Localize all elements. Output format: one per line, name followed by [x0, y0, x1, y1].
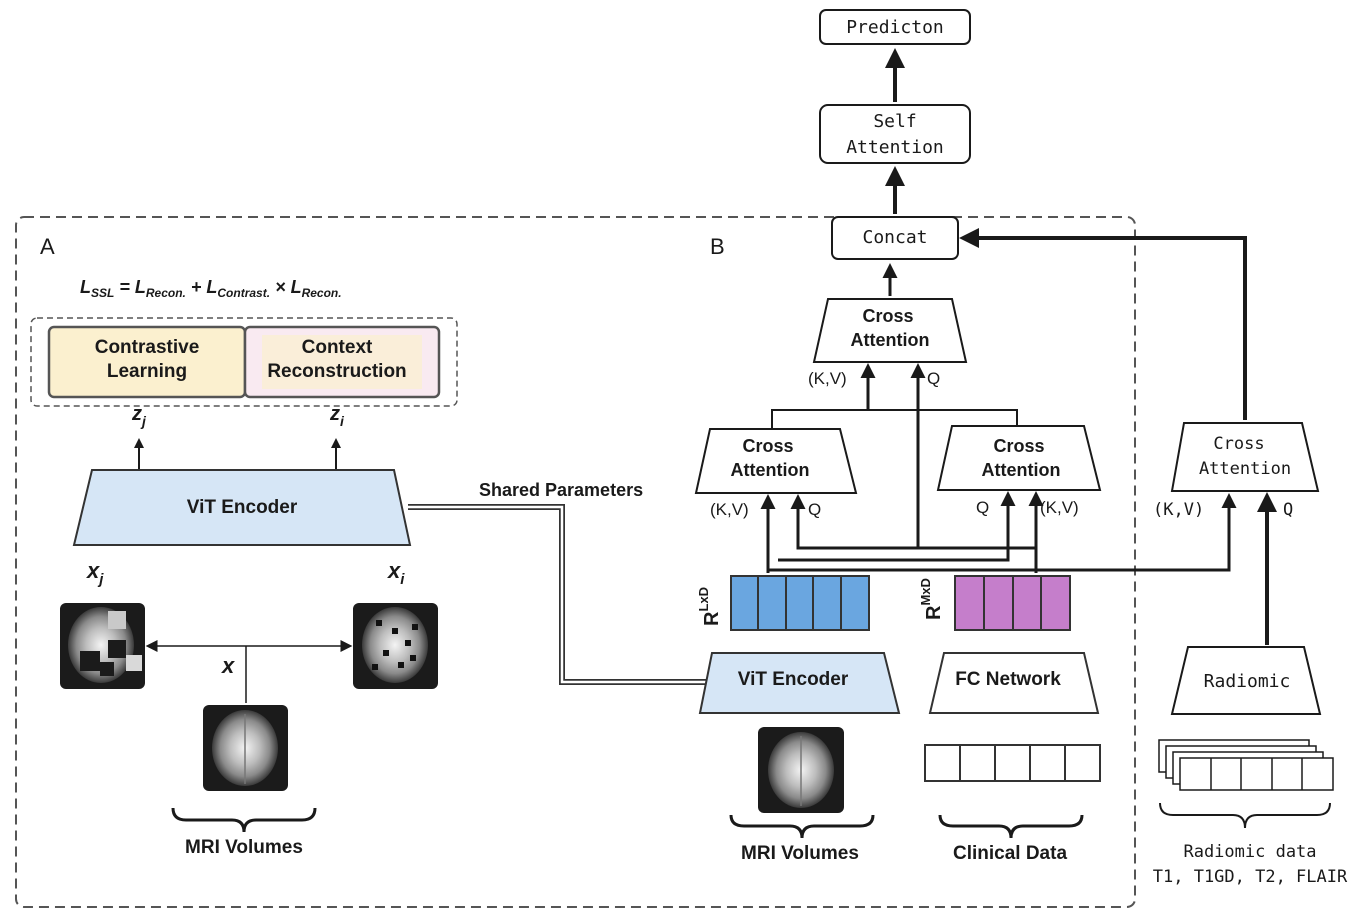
vit-encoder-b-label: ViT Encoder — [738, 669, 849, 690]
zi-label: zi — [329, 403, 345, 429]
left-cross-q-label: Q — [808, 500, 821, 519]
left-cross-kv-label: (K,V) — [710, 500, 749, 519]
x-label: x — [221, 653, 235, 678]
radiomic-encoder — [1170, 646, 1322, 715]
arrow-left-q — [790, 494, 1036, 550]
top-cross-kv-label: (K,V) — [808, 369, 847, 388]
ssl-tasks-dashed-box — [30, 317, 458, 407]
context-reconstruction-inner — [262, 335, 422, 389]
merge-connector — [771, 409, 1018, 428]
outer-dashed-frame — [15, 216, 1136, 908]
right-cross-kv-label: (K,V) — [1040, 498, 1079, 517]
radiomic-q-label: Q — [1283, 500, 1293, 520]
r-mxd-label: RMxD — [918, 578, 945, 620]
tokens-to-radiomic-cross — [768, 493, 1237, 572]
masked-brain-image-xi — [353, 603, 438, 689]
r-lxd-label: RLxD — [696, 587, 723, 626]
clinical-data-label: Clinical Data — [953, 843, 1067, 864]
top-cross-q-label: Q — [927, 369, 940, 388]
ssl-loss-equation: LSSL = LRecon. + LContrast. × LRecon. — [80, 277, 342, 300]
prediction-label: Predicton — [846, 17, 944, 38]
zj-label: zj — [131, 403, 147, 429]
shared-parameters-connector — [408, 504, 712, 685]
prediction-box — [819, 9, 971, 45]
clinical-data-brace — [938, 814, 1084, 839]
mri-volumes-brace-a — [171, 807, 317, 833]
right-cross-attention — [936, 425, 1102, 491]
panel-b-label: B — [710, 234, 725, 259]
radiomic-encoder-label: Radiomic — [1204, 671, 1291, 692]
radiomic-data-brace — [1159, 802, 1331, 829]
xj-label: xj — [86, 558, 104, 588]
left-cross-attention — [694, 428, 858, 494]
concat-label: Concat — [862, 227, 927, 248]
masked-brain-image-xj — [60, 603, 145, 689]
xi-label: xi — [387, 558, 405, 588]
shared-parameters-connector-inner — [408, 505, 712, 684]
mxd-token-bar — [954, 575, 1071, 631]
vit-encoder-a — [72, 469, 412, 546]
radiomic-data-stack — [1158, 739, 1334, 791]
vit-encoder-b — [698, 652, 901, 714]
radiomic-kv-label: (K,V) — [1153, 500, 1204, 520]
mri-volumes-label-b: MRI Volumes — [741, 843, 859, 864]
clinical-data-vector — [924, 744, 1101, 782]
lxd-token-bar — [730, 575, 870, 631]
fc-network — [928, 652, 1100, 714]
radiomic-to-concat-arrow — [959, 228, 1247, 420]
concat-box — [831, 216, 959, 260]
top-cross-attention — [812, 298, 968, 363]
panel-a-label: A — [40, 234, 55, 259]
vit-encoder-a-label: ViT Encoder — [187, 497, 298, 518]
mri-volumes-label-a: MRI Volumes — [185, 837, 303, 858]
radiomic-cross-attention — [1170, 422, 1320, 492]
mri-brain-image-a — [203, 705, 288, 791]
fc-network-label: FC Network — [955, 669, 1061, 690]
shared-parameters-label: Shared Parameters — [479, 480, 643, 500]
right-cross-q-label: Q — [976, 498, 989, 517]
mri-volumes-brace-b — [729, 814, 875, 839]
mri-brain-image-b — [758, 727, 844, 813]
arrow-right-q — [778, 491, 1016, 562]
self-attention-box — [819, 104, 971, 164]
